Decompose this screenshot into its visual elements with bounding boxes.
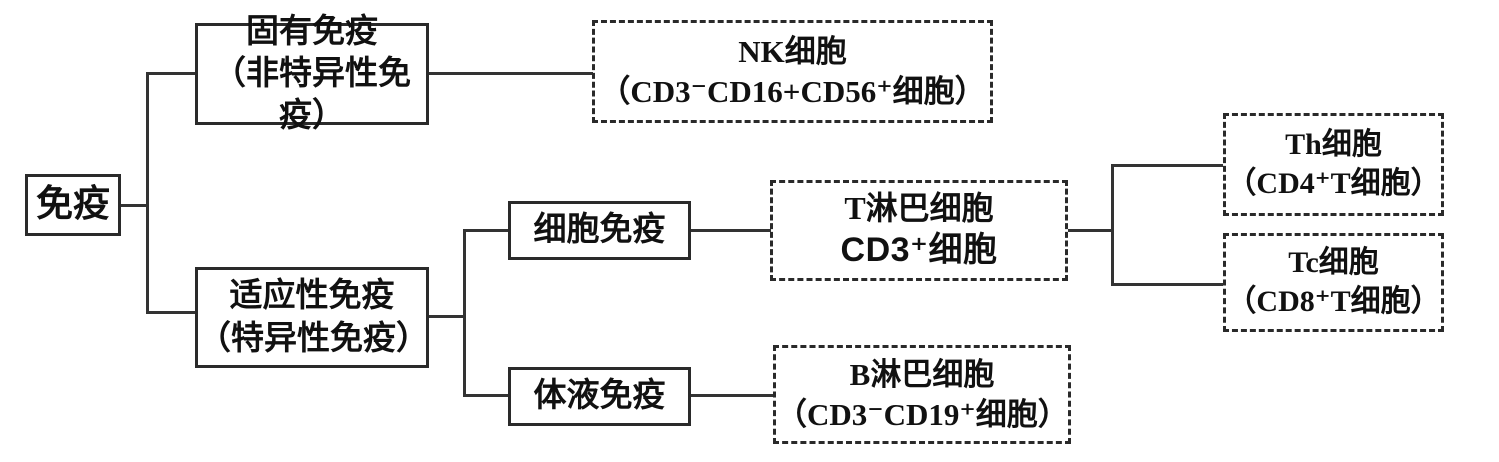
node-humoral-label: 体液免疫 — [533, 378, 666, 415]
node-nk-line1: NK细胞 — [738, 33, 847, 69]
node-cellular-immunity: 细胞免疫 — [508, 201, 691, 260]
node-adaptive-line1: 适应性免疫 — [229, 278, 395, 315]
node-th-line1: Th细胞 — [1285, 128, 1382, 162]
node-tc-line2: （CD8⁺T细胞） — [1226, 284, 1441, 318]
node-adaptive-immunity: 适应性免疫 （特异性免疫） — [195, 267, 429, 368]
node-adaptive-line2: （特异性免疫） — [198, 320, 429, 357]
connector-humoral-to-bcell — [691, 394, 774, 397]
node-t-lymphocytes: T淋巴细胞 CD3⁺细胞 — [770, 180, 1068, 281]
connector-adaptive-trunk-vertical — [463, 229, 466, 397]
node-immunity-label: 免疫 — [36, 184, 110, 226]
node-bcell-line1: B淋巴细胞 — [849, 356, 995, 392]
connector-to-innate — [146, 72, 196, 75]
node-nk-cells: NK细胞 （CD3⁻CD16+CD56⁺细胞） — [592, 20, 993, 123]
node-innate-immunity: 固有免疫 （非特异性免疫） — [195, 14, 429, 134]
node-nk-line2: （CD3⁻CD16+CD56⁺细胞） — [599, 73, 986, 109]
node-humoral-immunity: 体液免疫 — [508, 367, 691, 426]
node-th-line2: （CD4⁺T细胞） — [1226, 166, 1441, 200]
connector-tcell-trunk-vertical — [1111, 164, 1114, 286]
node-tcell-line2: CD3⁺细胞 — [840, 231, 998, 270]
connector-innate-to-nk — [429, 72, 593, 75]
node-tc-cells: Tc细胞 （CD8⁺T细胞） — [1223, 233, 1444, 332]
node-innate-line1: 固有免疫 — [246, 13, 378, 50]
connector-adaptive-stub — [429, 315, 466, 318]
node-tc-line1: Tc细胞 — [1288, 246, 1379, 280]
connector-cellular-to-tcell — [691, 229, 771, 232]
connector-tcell-stub — [1068, 229, 1114, 232]
connector-root-trunk-vertical — [146, 72, 149, 314]
connector-to-cellular — [463, 229, 509, 232]
node-bcell-line2: （CD3⁻CD19⁺细胞） — [776, 396, 1069, 432]
connector-to-humoral — [463, 394, 509, 397]
connector-to-adaptive — [146, 311, 196, 314]
node-cellular-label: 细胞免疫 — [533, 212, 666, 249]
connector-to-tc — [1111, 283, 1223, 286]
node-th-cells: Th细胞 （CD4⁺T细胞） — [1223, 113, 1444, 216]
connector-to-th — [1111, 164, 1223, 167]
node-innate-line2: （非特异性免疫） — [213, 55, 411, 135]
node-b-lymphocytes: B淋巴细胞 （CD3⁻CD19⁺细胞） — [773, 345, 1071, 444]
node-immunity-root: 免疫 — [25, 174, 121, 236]
connector-root-stub — [121, 204, 148, 207]
node-tcell-line1: T淋巴细胞 — [844, 190, 994, 227]
